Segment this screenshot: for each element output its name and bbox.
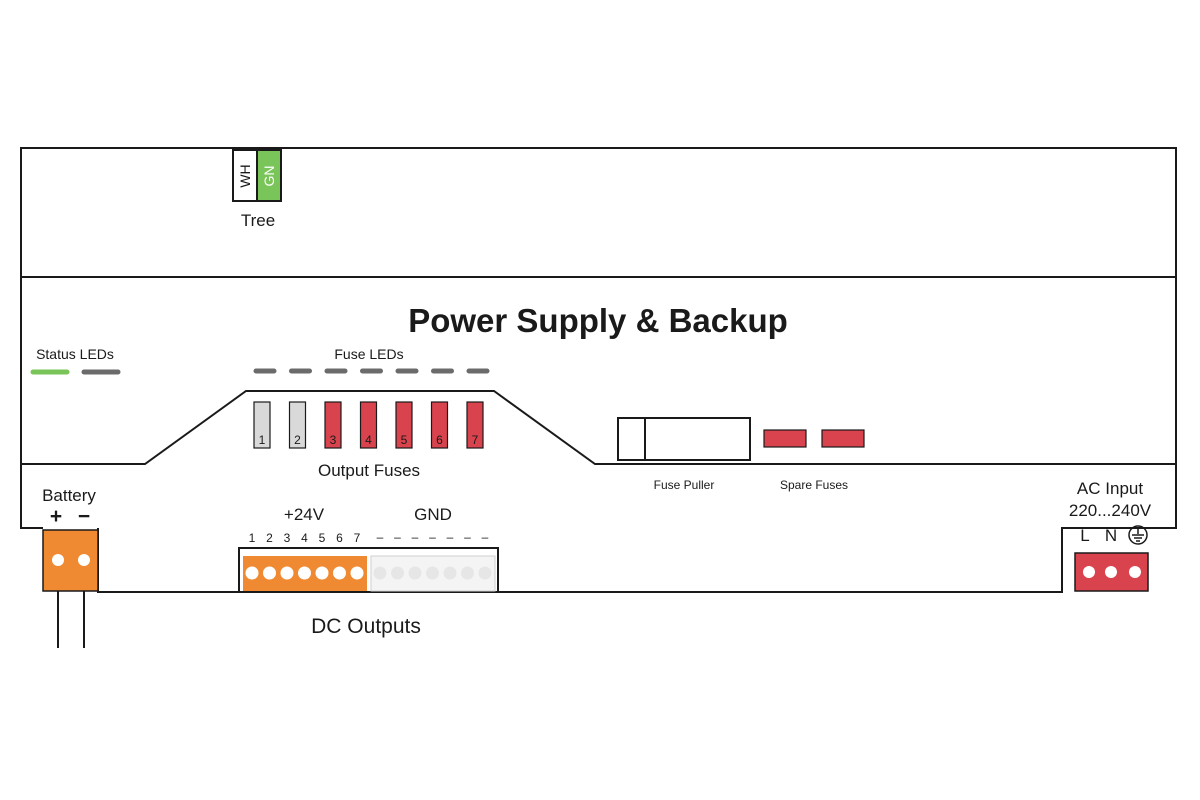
ac-l-label: L — [1080, 526, 1089, 545]
dc-ground-mark: – — [464, 530, 471, 544]
dc-terminal-number: 1 — [249, 531, 256, 545]
battery-minus-label: − — [78, 505, 90, 528]
output-fuses-label: Output Fuses — [318, 461, 420, 480]
dc-terminal-number: 4 — [301, 531, 308, 545]
tree-label: Tree — [241, 211, 275, 230]
dc-ground-terminals[interactable] — [373, 566, 492, 580]
battery-plus-terminal[interactable] — [52, 554, 64, 566]
dc-ground-mark: – — [377, 530, 384, 544]
dc-positive-terminal[interactable] — [263, 566, 276, 580]
ac-input-label: AC Input — [1077, 479, 1143, 498]
dc-positive-terminal[interactable] — [333, 566, 346, 580]
dc-ground-mark: – — [412, 530, 419, 544]
fuse-puller-body[interactable] — [617, 417, 751, 461]
ac-voltage-label: 220...240V — [1069, 501, 1152, 520]
dc-ground-terminal[interactable] — [461, 566, 474, 580]
dc-positive-terminal[interactable] — [280, 566, 294, 580]
output-fuse-number: 3 — [330, 433, 337, 447]
fuse-leds-label: Fuse LEDs — [334, 346, 403, 362]
dc-output-connector[interactable] — [238, 547, 499, 593]
tree-wh-label: WH — [237, 164, 253, 187]
dc-ground-terminal[interactable] — [478, 566, 492, 580]
dc-ground-marks: ––––––– — [377, 530, 489, 544]
spare-fuses — [763, 429, 865, 448]
dc-ground-terminal[interactable] — [426, 566, 439, 580]
battery-plus-label: + — [50, 505, 62, 528]
tree-connector: WH GN — [232, 149, 282, 202]
spare-fuse[interactable] — [763, 429, 807, 448]
dc-ground-mark: – — [447, 530, 454, 544]
output-fuse-number: 5 — [401, 433, 408, 447]
output-fuse[interactable] — [359, 401, 378, 449]
spare-fuse[interactable] — [821, 429, 865, 448]
earth-ground-icon — [1128, 525, 1148, 545]
ac-earth-terminal[interactable] — [1129, 566, 1141, 578]
dc-ground-terminal[interactable] — [443, 566, 457, 580]
battery-connector[interactable] — [42, 529, 99, 592]
upper-housing — [20, 147, 1177, 278]
dc-ground-label: GND — [414, 505, 452, 524]
dc-ground-mark: – — [429, 530, 436, 544]
tree-gn-label: GN — [261, 166, 277, 187]
page-title: Power Supply & Backup — [408, 302, 788, 339]
output-fuse[interactable] — [466, 401, 484, 449]
dc-positive-terminal[interactable] — [315, 566, 329, 580]
dc-ground-terminal[interactable] — [373, 566, 387, 580]
fuse-puller[interactable] — [617, 417, 751, 461]
dc-ground-mark: – — [482, 530, 489, 544]
dc-positive-terminal[interactable] — [350, 566, 364, 580]
dc-terminal-number: 7 — [354, 531, 361, 545]
output-fuses: 1 2 3 4 5 6 7 — [253, 401, 484, 449]
status-leds-label: Status LEDs — [36, 346, 114, 362]
dc-positive-terminal[interactable] — [245, 566, 259, 580]
output-fuse[interactable] — [324, 401, 342, 449]
tree-gn-terminal — [256, 149, 282, 202]
tree-wh-terminal — [232, 149, 258, 202]
dc-terminal-number: 5 — [319, 531, 326, 545]
dc-outputs-label: DC Outputs — [311, 615, 421, 638]
battery-minus-terminal[interactable] — [78, 554, 90, 566]
ac-l-terminal[interactable] — [1083, 566, 1095, 578]
dc-ground-mark: – — [394, 530, 401, 544]
output-fuse[interactable] — [430, 401, 449, 449]
battery-label: Battery — [42, 486, 96, 505]
ac-n-label: N — [1105, 526, 1117, 545]
output-fuse-number: 4 — [365, 433, 372, 447]
output-fuse-number: 7 — [472, 433, 479, 447]
dc-terminal-number: 6 — [336, 531, 343, 545]
output-fuse-number: 2 — [294, 433, 301, 447]
ac-input-connector[interactable] — [1074, 552, 1149, 592]
output-fuse-number: 1 — [259, 433, 266, 447]
dc-terminal-number: 2 — [266, 531, 273, 545]
fuse-well — [21, 390, 1176, 465]
output-fuse[interactable] — [253, 401, 271, 449]
output-fuse[interactable] — [395, 401, 413, 449]
ac-n-terminal[interactable] — [1105, 566, 1117, 578]
fuse-puller-label: Fuse Puller — [654, 478, 715, 492]
dc-terminal-number: 3 — [284, 531, 291, 545]
dc-positive-terminal[interactable] — [298, 566, 311, 580]
output-fuse[interactable] — [288, 401, 307, 449]
dc-ground-terminal[interactable] — [408, 566, 422, 580]
output-fuse-number: 6 — [436, 433, 443, 447]
dc-ground-terminal[interactable] — [391, 566, 404, 580]
dc-positive-terminals[interactable] — [245, 566, 364, 580]
dc-connector-housing — [238, 547, 499, 593]
dc-positive-label: +24V — [284, 505, 325, 524]
spare-fuses-label: Spare Fuses — [780, 478, 848, 492]
